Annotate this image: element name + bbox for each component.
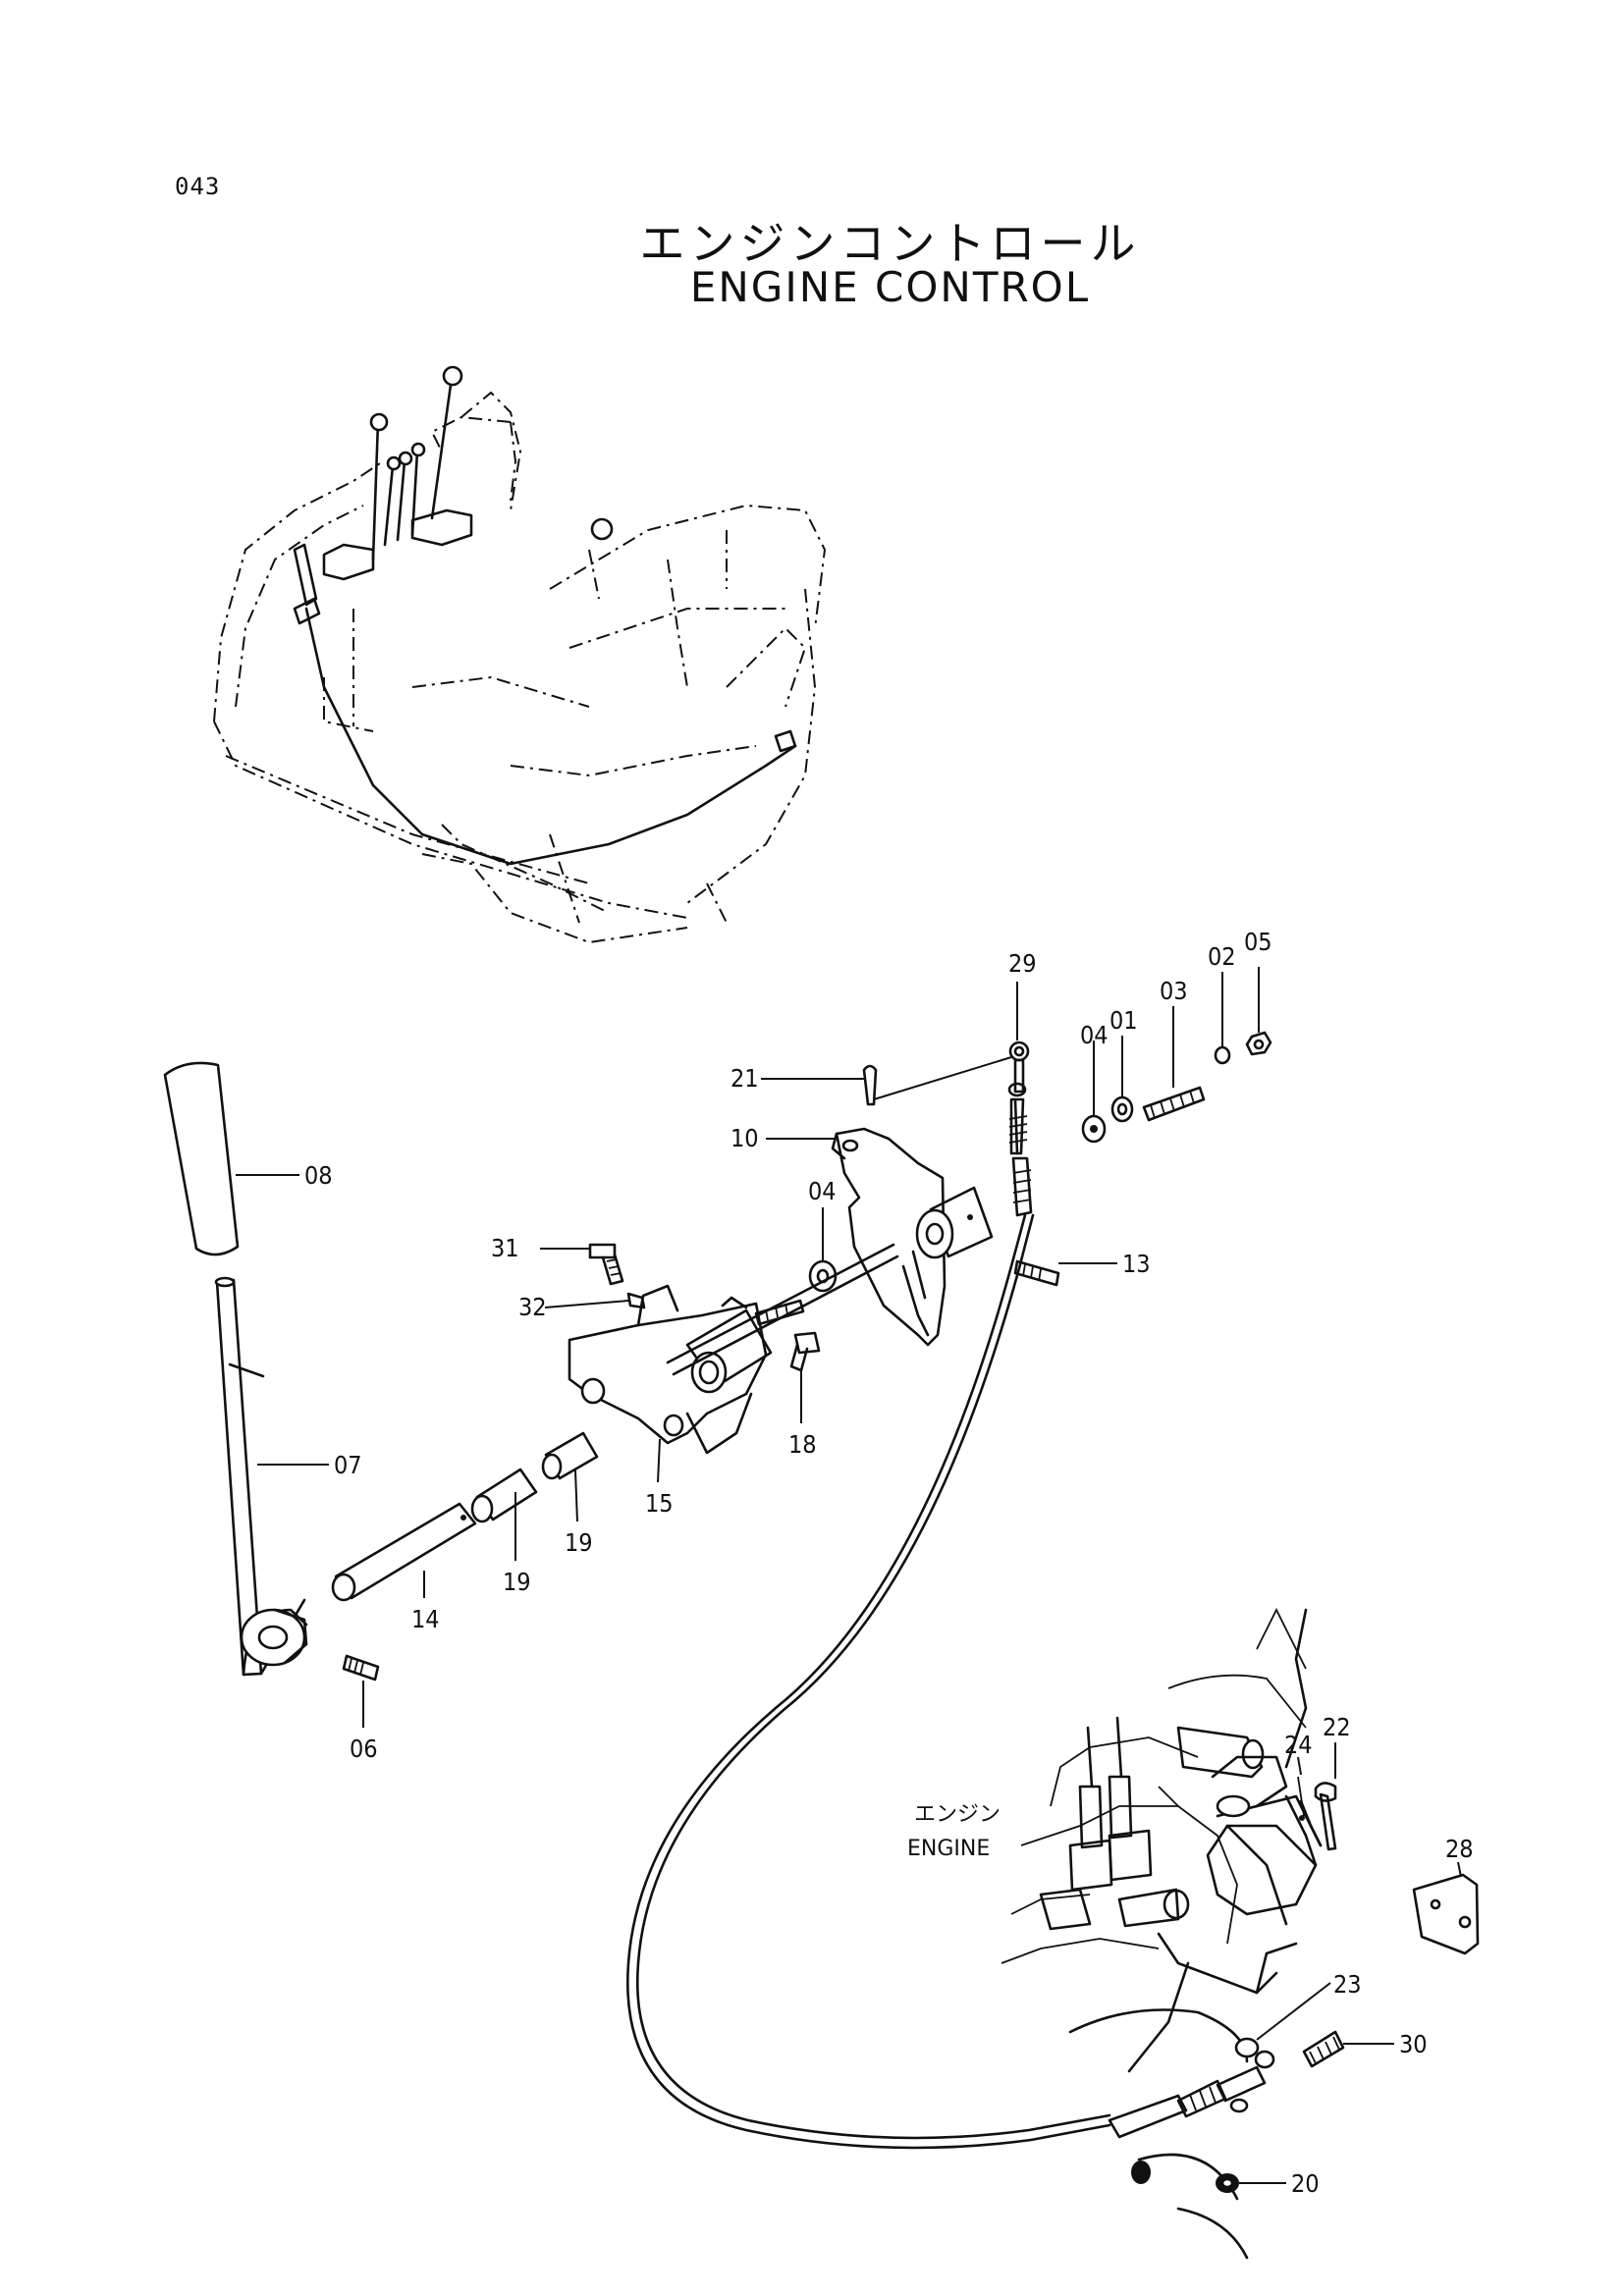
callout-04-spacer: 04: [808, 1177, 837, 1205]
callout-21: 21: [730, 1064, 759, 1093]
callout-32: 32: [518, 1293, 547, 1321]
callout-04-washer: 04: [1080, 1021, 1109, 1049]
leader-lines: [236, 967, 1462, 2184]
callout-13: 13: [1122, 1250, 1151, 1278]
callout-05: 05: [1244, 928, 1272, 956]
page-title-japanese: エンジンコントロール: [639, 217, 1141, 270]
callout-19-upper: 19: [565, 1528, 593, 1557]
callout-03: 03: [1160, 977, 1188, 1005]
callout-23: 23: [1333, 1970, 1362, 1999]
callout-19-lower: 19: [503, 1568, 531, 1596]
callout-15: 15: [645, 1489, 674, 1518]
callout-06: 06: [350, 1735, 378, 1763]
page-number: 043: [175, 173, 221, 200]
callout-24: 24: [1284, 1731, 1313, 1759]
callout-14: 14: [411, 1605, 440, 1633]
throttle-cable: [625, 1213, 1111, 2150]
callout-30: 30: [1399, 2030, 1428, 2058]
callout-22: 22: [1323, 1713, 1351, 1741]
callout-08: 08: [304, 1161, 333, 1190]
callout-18: 18: [788, 1430, 817, 1459]
engine-label-japanese: エンジン: [914, 1802, 1001, 1827]
engine-label-english: ENGINE: [907, 1837, 990, 1861]
callout-20: 20: [1291, 2169, 1320, 2198]
callout-28: 28: [1445, 1835, 1474, 1863]
part-callouts: 29 04 01 03 02 05 21 10 08 04 31 13 32 1…: [304, 928, 1474, 2198]
callout-10: 10: [730, 1124, 759, 1152]
callout-31: 31: [491, 1234, 519, 1262]
page-title-english: ENGINE CONTROL: [689, 263, 1091, 311]
engine-detail-illustration: [1001, 1607, 1480, 2260]
machine-overview-illustration: [213, 365, 827, 944]
callout-07: 07: [334, 1451, 362, 1479]
callout-02: 02: [1208, 942, 1236, 971]
lever-assembly-illustration: [163, 1031, 1272, 1682]
callout-01: 01: [1109, 1006, 1138, 1035]
callout-29: 29: [1008, 949, 1037, 978]
